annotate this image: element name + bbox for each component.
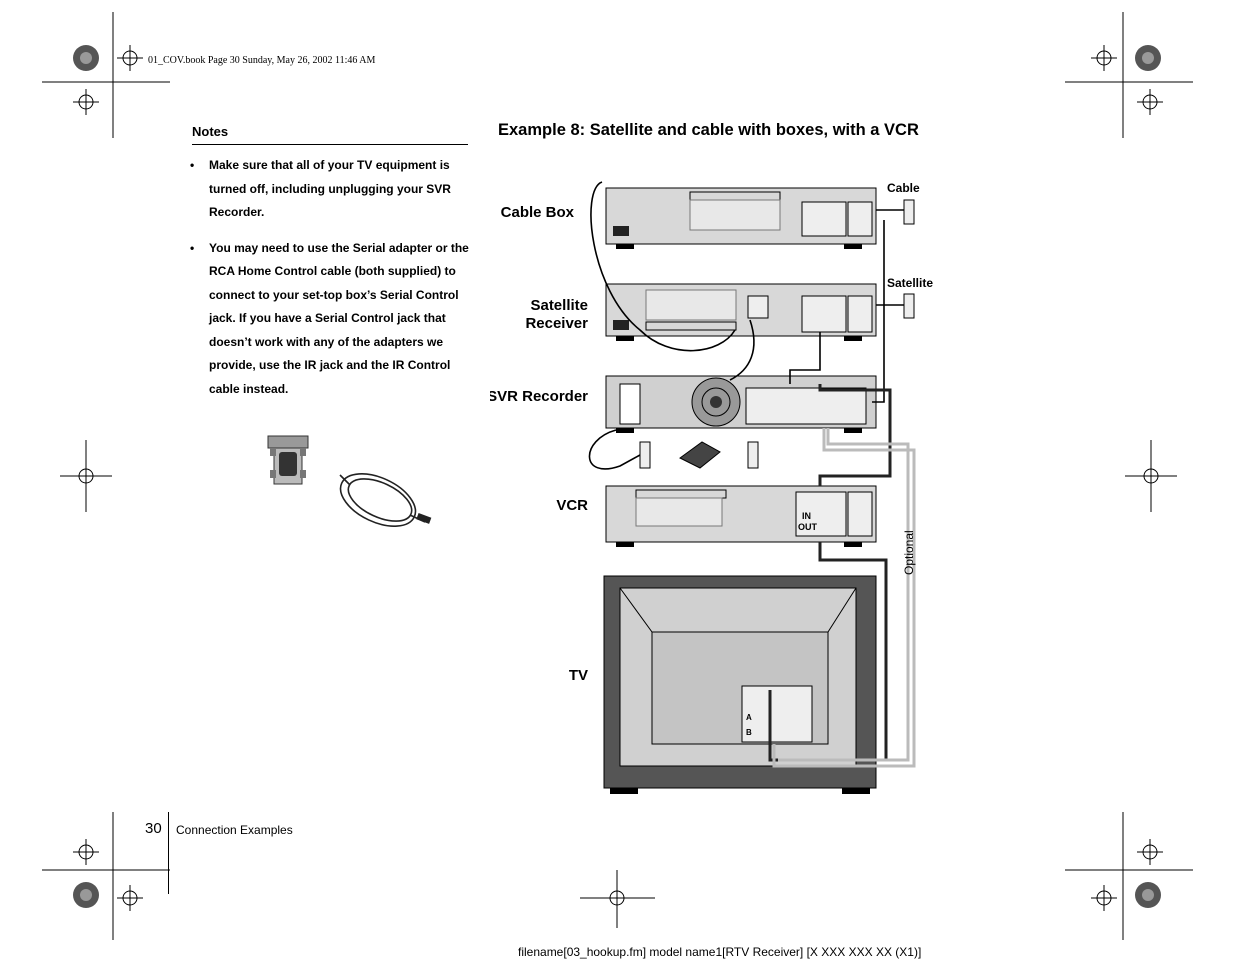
notes-list: •Make sure that all of your TV equipment… — [190, 154, 470, 413]
page-number: 30 — [145, 820, 162, 837]
registration-target-icon — [73, 45, 1164, 911]
starburst-mark-icon — [73, 45, 1161, 908]
tv-input-b-label: B — [746, 728, 752, 737]
notes-title: Notes — [192, 124, 229, 139]
optional-cable-lines — [772, 428, 916, 768]
tv-device: A B — [603, 575, 877, 794]
label-satellite-receiver-1: Satellite — [530, 297, 588, 314]
cable-box-device — [605, 187, 877, 249]
label-vcr: VCR — [556, 497, 588, 514]
file-info: filename[03_hookup.fm] model name1[RTV R… — [518, 945, 922, 959]
bullet-icon: • — [190, 158, 195, 172]
serial-adapter-icon — [267, 435, 309, 485]
vcr-out-label: OUT — [798, 522, 818, 532]
tv-input-a-label: A — [746, 713, 752, 722]
ir-cable-icon — [339, 473, 432, 527]
wall-outlet-icon — [903, 199, 915, 319]
section-name: Connection Examples — [176, 823, 293, 837]
adapter-illustration — [267, 435, 432, 527]
label-cable-box: Cable Box — [501, 204, 575, 221]
vcr-device: IN OUT — [605, 485, 877, 547]
list-item: •You may need to use the Serial adapter … — [190, 237, 470, 402]
bullet-icon: • — [190, 240, 195, 255]
label-tv: TV — [569, 667, 588, 684]
phone-line-illustration — [588, 429, 759, 470]
label-satellite-source: Satellite — [887, 276, 933, 290]
label-satellite-receiver-2: Receiver — [525, 315, 588, 332]
cable-lines — [590, 181, 904, 403]
print-info: 01_COV.book Page 30 Sunday, May 26, 2002… — [148, 55, 376, 66]
satellite-receiver-device — [605, 283, 877, 341]
label-cable-source: Cable — [887, 181, 920, 195]
svr-recorder-device — [605, 375, 877, 433]
example-title: Example 8: Satellite and cable with boxe… — [498, 121, 919, 139]
list-item: •Make sure that all of your TV equipment… — [190, 154, 470, 225]
label-svr-recorder: SVR Recorder — [490, 388, 588, 405]
notes-divider — [192, 144, 468, 145]
vcr-in-label: IN — [802, 511, 811, 521]
footer-divider — [168, 812, 169, 894]
av-cable-lines — [768, 384, 892, 762]
optional-label: Optional — [902, 530, 916, 575]
connection-diagram: Cable Box Satellite Receiver SVR Recorde… — [490, 181, 933, 794]
